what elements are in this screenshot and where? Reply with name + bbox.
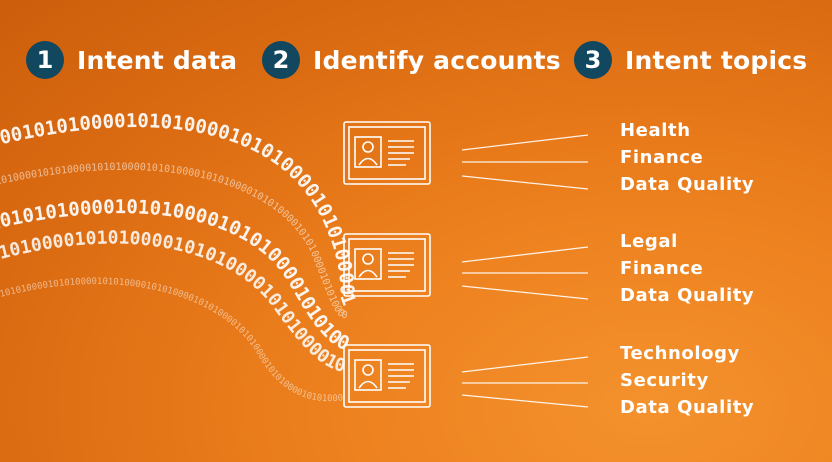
- topic-item: Legal: [620, 231, 678, 252]
- topic-item: Data Quality: [620, 397, 755, 418]
- step-label: Intent topics: [625, 45, 808, 75]
- topic-item: Technology: [620, 343, 740, 364]
- connector-lines: [461, 134, 589, 408]
- topic-item: Finance: [620, 147, 704, 168]
- step-number-badge: 3: [574, 41, 612, 79]
- connector-line: [461, 394, 589, 408]
- step-intent-topics: 3 Intent topics: [574, 40, 807, 80]
- connector-line: [461, 246, 589, 263]
- step-number-badge: 2: [262, 41, 300, 79]
- account-card-icon: [343, 121, 431, 185]
- step-label: Intent data: [77, 45, 238, 75]
- binary-stream: 0001010100001010100001010100001010100001…: [0, 0, 360, 309]
- topic-item: Finance: [620, 258, 704, 279]
- topic-list-account-3: Technology Security Data Quality: [620, 340, 754, 421]
- account-card-icon: [343, 344, 431, 408]
- topic-item: Security: [620, 370, 709, 391]
- step-label: Identify accounts: [313, 45, 561, 75]
- step-number-badge: 1: [26, 41, 64, 79]
- topic-item: Data Quality: [620, 285, 755, 306]
- connector-line: [461, 285, 589, 300]
- binary-data-streams: 0001010100001010100001010100001010100001…: [0, 0, 360, 404]
- topic-list-account-2: Legal Finance Data Quality: [620, 228, 754, 309]
- account-card-icon: [343, 233, 431, 297]
- connector-line: [461, 175, 589, 190]
- connector-line: [461, 356, 589, 373]
- step-intent-data: 1 Intent data: [26, 40, 237, 80]
- topic-list-account-1: Health Finance Data Quality: [620, 117, 754, 198]
- step-identify-accounts: 2 Identify accounts: [262, 40, 561, 80]
- topic-item: Health: [620, 120, 691, 141]
- topic-item: Data Quality: [620, 174, 755, 195]
- connector-line: [461, 134, 589, 151]
